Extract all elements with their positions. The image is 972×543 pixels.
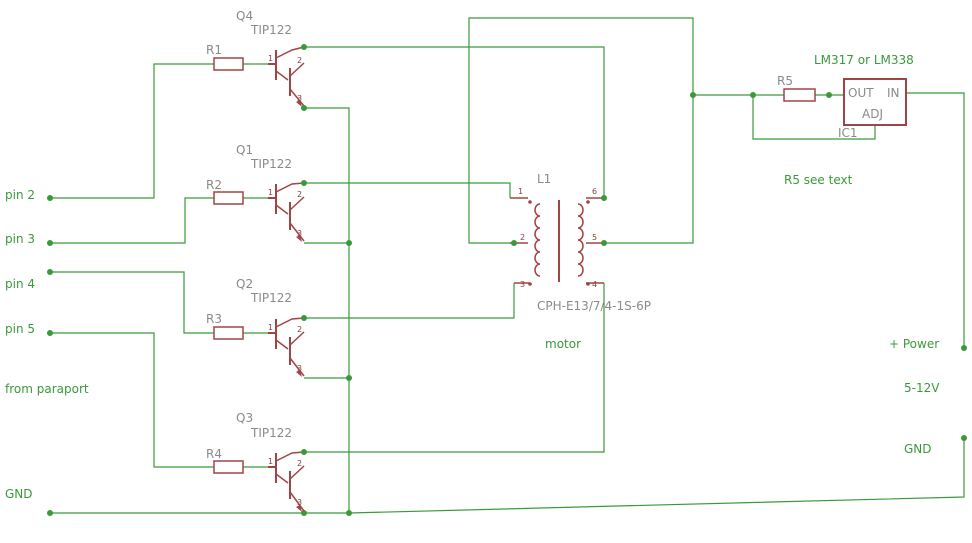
transistor-ref-q1: Q1 [236, 143, 253, 157]
transistor-q3: 1 2 3 [268, 449, 307, 512]
transistor-q2: 1 2 3 [268, 315, 307, 377]
junction-dot [47, 269, 53, 275]
junction-dot [750, 92, 756, 98]
junction-dot [47, 240, 53, 246]
input-pin5-label: pin 5 [5, 322, 35, 336]
motor-pin-4: 4 [592, 280, 597, 289]
svg-text:3: 3 [297, 94, 302, 103]
junction-dot [301, 510, 307, 516]
wire-pin3-r2 [50, 197, 214, 244]
junction-dot [826, 92, 832, 98]
coil-dot [528, 282, 532, 286]
svg-text:2: 2 [297, 459, 302, 468]
resistor-label-r5: R5 [777, 74, 793, 88]
regulator-ref: IC1 [838, 126, 858, 140]
motor-pin-5: 5 [592, 233, 597, 242]
transistor-q1: 1 2 3 [268, 180, 307, 242]
coil-dot [586, 282, 590, 286]
motor-l1: 1 2 3 4 5 6 [510, 187, 607, 289]
wire-pin2-r1 [50, 63, 214, 199]
input-source-label: from paraport [5, 382, 89, 396]
motor-pin-2: 2 [520, 233, 525, 242]
coil-left [534, 203, 541, 277]
svg-text:2: 2 [297, 56, 302, 65]
junction-dot [346, 510, 352, 516]
junction-dot [346, 375, 352, 381]
coil-dot [586, 200, 590, 204]
svg-text:1: 1 [268, 457, 273, 466]
svg-text:1: 1 [268, 323, 273, 332]
resistor-r5 [783, 88, 816, 102]
wire-gnd [50, 438, 965, 514]
input-pin2-label: pin 2 [5, 188, 35, 202]
junction-dot [690, 92, 696, 98]
wire-power-in [906, 92, 965, 348]
regulator-in-pin: IN [887, 86, 900, 100]
regulator-ic1: OUT IN ADJ [843, 78, 907, 126]
motor-ref: L1 [537, 172, 551, 186]
resistor-label-r1: R1 [206, 43, 222, 57]
resistor-r3 [213, 326, 244, 340]
junction-dot [961, 435, 967, 441]
wires [50, 17, 965, 514]
junction-dot [346, 240, 352, 246]
junctions [47, 92, 967, 516]
wire-q2-coil3 [304, 283, 515, 319]
junction-dot [47, 510, 53, 516]
resistor-label-r4: R4 [206, 447, 222, 461]
r5-note: R5 see text [784, 173, 853, 187]
power-plus-label: + Power [889, 337, 939, 351]
wire-q4-coil6 [304, 46, 605, 198]
junction-dot [47, 330, 53, 336]
power-voltage-label: 5-12V [904, 381, 940, 395]
svg-text:2: 2 [297, 325, 302, 334]
svg-text:3: 3 [297, 498, 302, 507]
wire-pin5-r4 [50, 332, 214, 468]
transistor-q4: 1 2 3 [268, 44, 307, 111]
wire-q1-coil1 [304, 182, 511, 198]
transistor-value-q4: TIP122 [250, 23, 292, 37]
svg-text:3: 3 [297, 229, 302, 238]
regulator-title: LM317 or LM338 [814, 53, 914, 67]
regulator-out-pin: OUT [848, 86, 874, 100]
svg-text:2: 2 [297, 190, 302, 199]
resistor-label-r2: R2 [206, 178, 222, 192]
transistor-value-q2: TIP122 [250, 291, 292, 305]
transistor-ref-q2: Q2 [236, 277, 253, 291]
regulator-body [843, 78, 907, 126]
coil-right [577, 203, 584, 277]
junction-dot [47, 195, 53, 201]
transistor-value-q3: TIP122 [250, 426, 292, 440]
motor-part-number: CPH-E13/7/4-1S-6P [537, 299, 651, 313]
wire-coil5-supply [604, 95, 694, 244]
motor-pin-6: 6 [592, 187, 597, 196]
power-gnd-label: GND [904, 442, 932, 456]
motor-label: motor [545, 337, 581, 351]
transistor-ref-q4: Q4 [236, 9, 253, 23]
junction-dot [961, 345, 967, 351]
resistor-label-r3: R3 [206, 312, 222, 326]
wire-q3-coil4 [304, 283, 605, 453]
motor-pin-3: 3 [520, 280, 525, 289]
input-pin4-label: pin 4 [5, 277, 35, 291]
regulator-adj-pin: ADJ [862, 107, 883, 121]
resistor-r4 [213, 460, 244, 474]
transistor-ref-q3: Q3 [236, 411, 253, 425]
wire-pin4-r3 [50, 271, 214, 334]
input-gnd-label: GND [5, 487, 33, 501]
resistor-r2 [213, 191, 244, 205]
svg-text:1: 1 [268, 188, 273, 197]
svg-text:3: 3 [297, 364, 302, 373]
wire-adj [752, 95, 876, 140]
input-pin3-label: pin 3 [5, 232, 35, 246]
resistor-r1 [213, 57, 244, 71]
wire-coil2-supply [468, 17, 694, 244]
transistor-value-q1: TIP122 [250, 157, 292, 171]
motor-pin-1: 1 [518, 187, 523, 196]
resistors: R1 R2 R3 R4 [206, 43, 816, 474]
coil-dot [528, 200, 532, 204]
svg-text:1: 1 [268, 54, 273, 63]
